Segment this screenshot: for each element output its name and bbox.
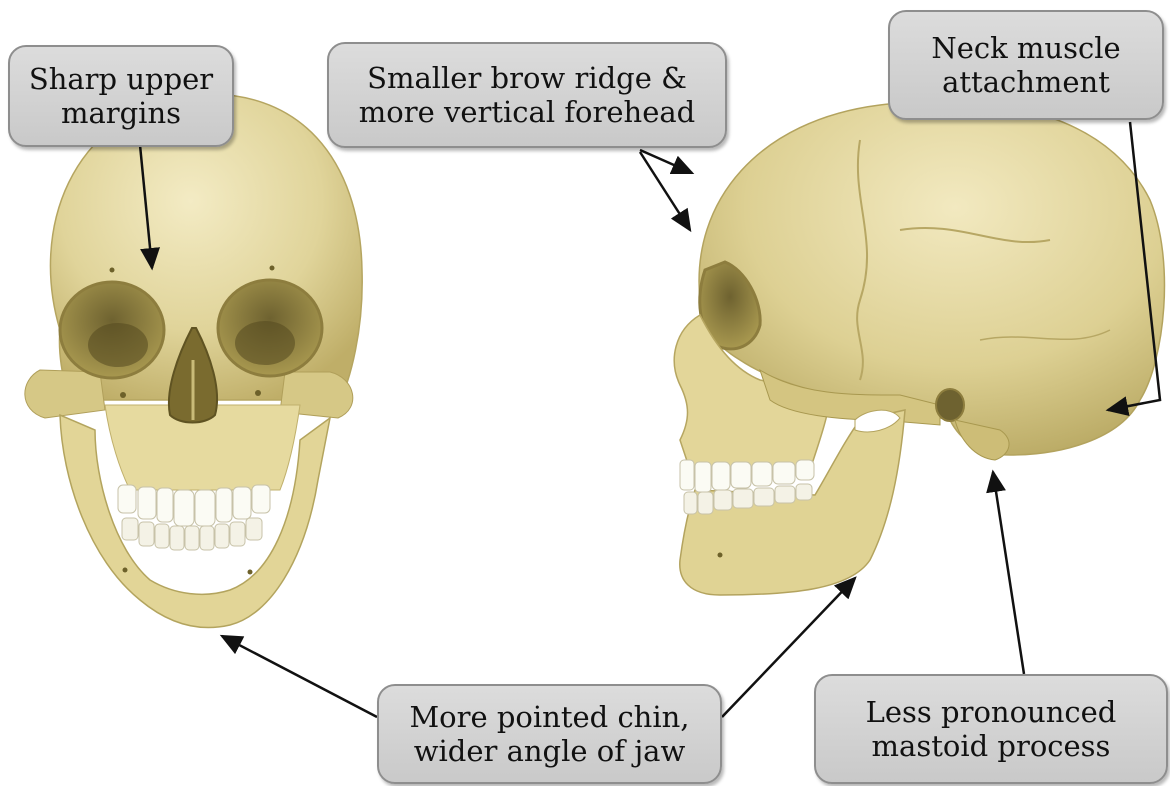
label-pointed-chin: More pointed chin, wider angle of jaw (377, 684, 722, 784)
label-sharp-upper-margins: Sharp upper margins (8, 45, 234, 147)
label-line: attachment (942, 65, 1110, 99)
side-ear-canal (936, 389, 964, 421)
label-neck-muscle-attachment: Neck muscle attachment (888, 10, 1164, 120)
front-skull (25, 94, 362, 627)
label-line: mastoid process (872, 729, 1111, 763)
label-line: Neck muscle (931, 31, 1120, 65)
label-line: Smaller brow ridge & (367, 61, 687, 95)
label-mastoid-process: Less pronounced mastoid process (814, 674, 1168, 784)
arrow-mastoid (993, 472, 1024, 674)
label-line: Sharp upper (29, 62, 213, 96)
label-line: more vertical forehead (359, 95, 695, 129)
arrow-brow-ridge-1 (640, 150, 692, 173)
arrow-brow-ridge-2 (640, 152, 690, 230)
side-skull (674, 101, 1164, 595)
label-brow-ridge: Smaller brow ridge & more vertical foreh… (327, 42, 727, 148)
label-line: Less pronounced (866, 695, 1117, 729)
label-line: More pointed chin, (409, 700, 689, 734)
arrow-chin-front (222, 636, 377, 717)
front-zygomatic-left (25, 370, 105, 418)
label-line: wider angle of jaw (414, 734, 686, 768)
label-line: margins (61, 96, 181, 130)
